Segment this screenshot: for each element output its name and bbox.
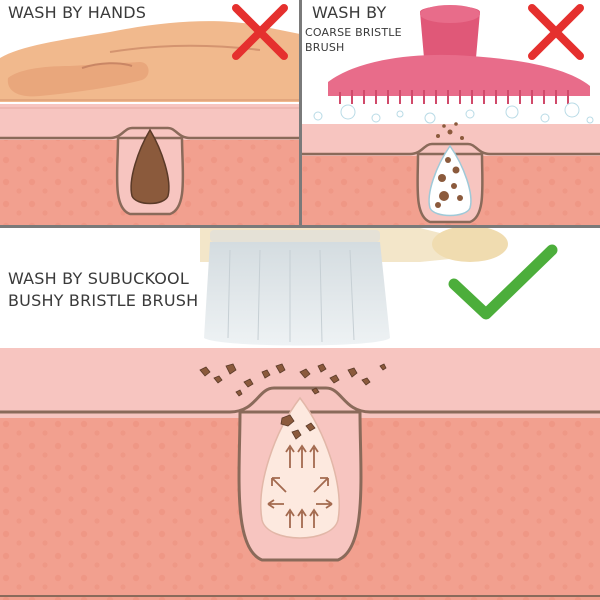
green-check-icon: [448, 244, 558, 320]
panel-coarse-title-line1: WASH BY: [312, 3, 387, 22]
skin-cross-section: [0, 348, 600, 600]
cleaning-arrows: [267, 444, 333, 528]
panel-hands: [0, 0, 300, 226]
skin-cross-section: [302, 122, 600, 226]
dirt-particles: [199, 363, 387, 440]
red-cross-icon: [528, 4, 584, 60]
panel-hands-title: WASH BY HANDS: [8, 3, 147, 22]
hand-illustration: [0, 21, 300, 102]
panel-dividers: [0, 0, 600, 228]
coarse-brush-illustration: [328, 5, 590, 104]
foam-bubbles: [313, 102, 594, 124]
bushy-brush-illustration: [200, 226, 508, 346]
panel-bushy-title-line1: WASH BY SUBUCKOOL: [8, 269, 189, 288]
panel-coarse-title-line3: BRUSH: [305, 41, 345, 54]
panel-bushy-brush: [0, 226, 600, 600]
panel-bushy-title-line2: BUSHY BRISTLE BRUSH: [8, 291, 199, 310]
skin-cross-section: [0, 104, 300, 226]
panel-coarse-title-line2: COARSE BRISTLE: [305, 26, 402, 39]
panel-coarse-brush: [302, 0, 600, 226]
red-cross-icon: [232, 4, 288, 60]
